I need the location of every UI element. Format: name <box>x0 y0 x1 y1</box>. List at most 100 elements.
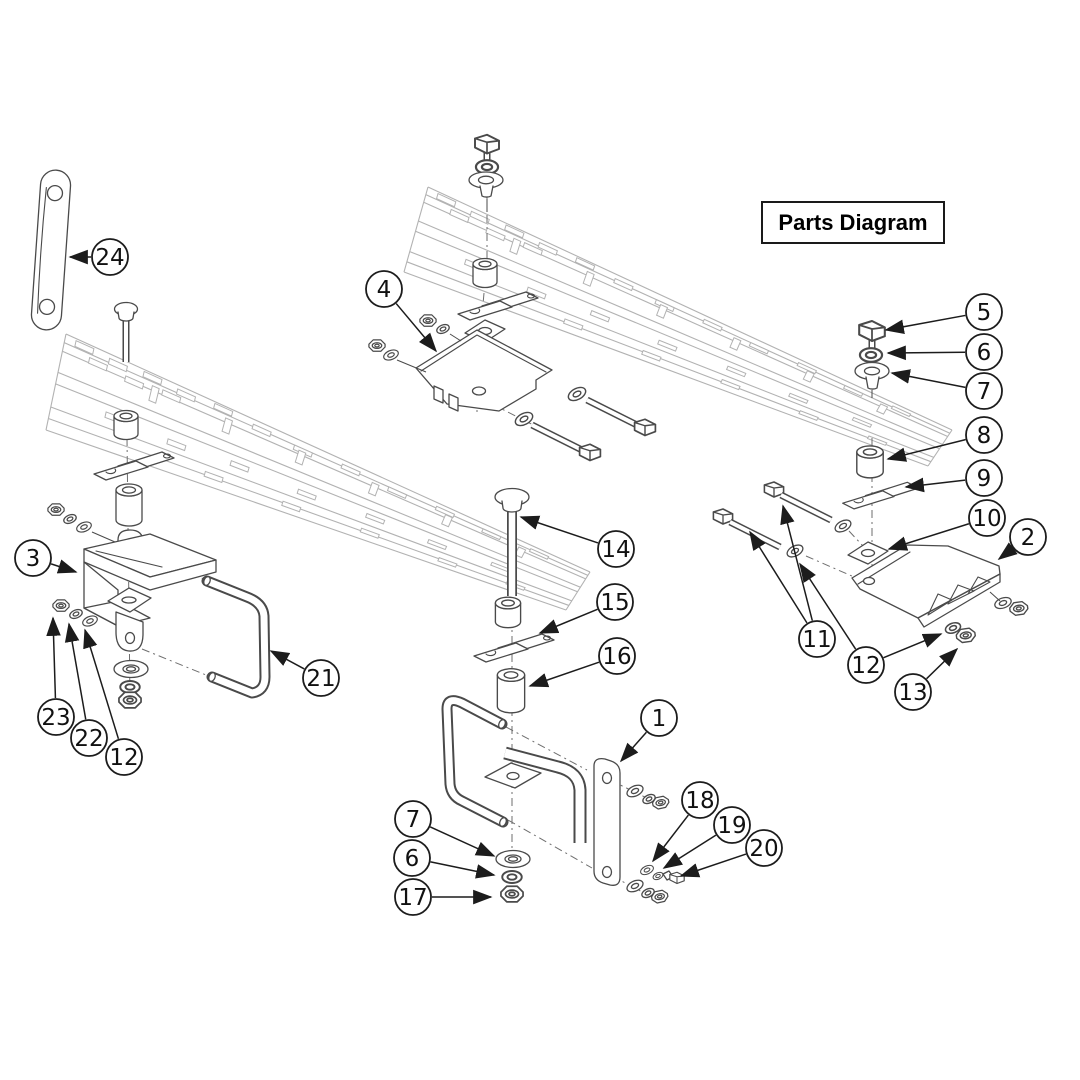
callout-2: 2 <box>997 518 1047 560</box>
callout-leader <box>887 523 970 551</box>
callout-leader <box>886 345 966 361</box>
callout-leader <box>884 314 966 334</box>
mounting-plate-4 <box>415 329 553 412</box>
callout-number: 2 <box>1021 525 1036 551</box>
hex-bolt-11b <box>712 508 806 561</box>
callout-3: 3 <box>14 539 78 577</box>
callout-6: 6 <box>393 839 496 879</box>
callout-leader <box>83 628 120 740</box>
hex-nut <box>368 339 386 352</box>
callout-leader <box>538 608 598 634</box>
callout-number: 5 <box>977 300 992 326</box>
callout-number: 15 <box>600 590 629 616</box>
spacer-bushing-8 <box>856 445 884 479</box>
callout-circle <box>1009 518 1047 556</box>
hex-nut <box>1008 600 1030 617</box>
callout-7: 7 <box>890 369 1003 410</box>
callout-circle <box>894 673 932 711</box>
callout-leader <box>662 834 717 869</box>
spacer-tube <box>115 483 143 527</box>
callout-number: 23 <box>41 705 70 731</box>
hex-bolt-assembly-top <box>468 133 504 212</box>
callout-number: 14 <box>601 537 630 563</box>
callout-leader <box>749 530 808 624</box>
washer <box>74 519 94 535</box>
callout-circle <box>70 719 108 757</box>
callout-circle <box>365 270 403 308</box>
callout-leader <box>883 633 943 659</box>
callout-5: 5 <box>884 293 1003 334</box>
callout-19: 19 <box>662 806 751 869</box>
callout-leader <box>395 303 438 353</box>
callout-circle <box>798 620 836 658</box>
carriage-bolt-left <box>113 301 139 362</box>
callout-leader <box>528 661 600 688</box>
callout-number: 1 <box>652 706 667 732</box>
callout-circle <box>640 699 678 737</box>
hex-nut-17 <box>500 885 524 903</box>
carriage-bolt-14 <box>494 487 530 596</box>
callout-14: 14 <box>519 515 635 568</box>
handle-21 <box>201 575 271 699</box>
callout-number: 7 <box>406 807 421 833</box>
flat-washer-7 <box>495 849 531 869</box>
hex-nut <box>47 503 65 516</box>
callout-circle <box>965 293 1003 331</box>
spacer-tube-16 <box>496 668 526 714</box>
callout-circle <box>681 781 719 819</box>
callout-circle <box>302 659 340 697</box>
callout-number: 22 <box>74 726 103 752</box>
rail-tie-strap <box>30 169 72 331</box>
callout-circle <box>105 738 143 776</box>
lock-washer <box>858 347 884 363</box>
callout-number: 6 <box>405 846 420 872</box>
washer-12 <box>80 613 100 629</box>
cross-bracket-1 <box>484 746 621 886</box>
callout-number: 13 <box>898 680 927 706</box>
callout-10: 10 <box>887 499 1006 551</box>
callout-leader <box>652 814 689 863</box>
hex-bolt-5-assembly <box>854 319 890 398</box>
lock-washer-22 <box>67 607 85 621</box>
callout-18: 18 <box>652 781 719 863</box>
callout-circle <box>394 878 432 916</box>
callout-23: 23 <box>37 616 75 736</box>
callout-number: 3 <box>26 546 41 572</box>
callout-number: 9 <box>977 466 992 492</box>
callout-leader <box>886 438 966 462</box>
callout-circle <box>597 530 635 568</box>
rail-front <box>45 333 591 611</box>
spacer-bushing <box>113 409 139 441</box>
callout-number: 19 <box>717 813 746 839</box>
callout-number: 18 <box>685 788 714 814</box>
callout-number: 16 <box>602 644 631 670</box>
callout-number: 12 <box>109 745 138 771</box>
callout-12: 12 <box>799 562 943 684</box>
lock-washer <box>119 680 141 694</box>
callout-number: 8 <box>977 423 992 449</box>
hex-bolt-long-a <box>565 384 657 437</box>
callout-leader <box>799 562 857 650</box>
callout-circle <box>91 238 129 276</box>
callout-circle <box>37 698 75 736</box>
callout-20: 20 <box>679 829 783 878</box>
lock-washer-19 <box>651 870 665 882</box>
callout-number: 24 <box>95 245 124 271</box>
callout-leader <box>50 559 78 574</box>
hex-nut <box>118 691 142 709</box>
lock-washer-6 <box>501 870 523 884</box>
callout-circle <box>713 806 751 844</box>
callout-number: 7 <box>977 379 992 405</box>
callout-circle <box>14 539 52 577</box>
callout-circle <box>968 499 1006 537</box>
callout-circle <box>745 829 783 867</box>
callout-11: 11 <box>749 504 836 658</box>
hex-bolt-head <box>474 133 500 155</box>
callout-leader <box>519 515 599 544</box>
callout-21: 21 <box>269 650 340 697</box>
spacer-bushing <box>472 257 498 289</box>
callout-9: 9 <box>904 459 1003 497</box>
callout-circle <box>965 459 1003 497</box>
callout-17: 17 <box>394 878 493 916</box>
callout-number: 20 <box>749 836 778 862</box>
